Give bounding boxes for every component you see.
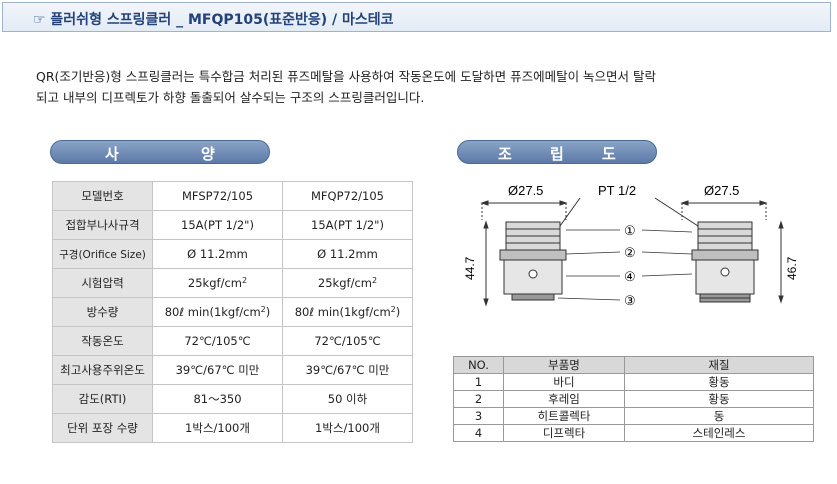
part-no: 3 [453,407,504,425]
table-row: 최고사용주위온도 39℃/67℃ 미만 39℃/67℃ 미만 [52,355,413,385]
spec-value: 39℃/67℃ 미만 [282,355,413,385]
spec-label: 시험압력 [52,268,153,298]
spec-label: 감도(RTI) [52,384,153,414]
pressure-value: 25kgf/cm [187,276,242,290]
spec-label: 단위 포장 수량 [52,413,153,443]
part-material: 황동 [624,373,814,391]
page-title: ☞ 플러쉬형 스프링클러 _ MFQP105(표준반응) / 마스테코 [33,12,394,28]
dim-right-diameter: Ø27.5 [704,183,739,198]
height-right: 46.7 [785,256,799,280]
part-material: 스테인레스 [624,424,814,442]
spec-value: 15A(PT 1/2") [282,210,413,240]
spec-title-right: 양 [201,145,215,163]
part-material: 황동 [624,390,814,408]
callout-3: ③ [624,293,636,308]
spec-label: 최고사용주위온도 [52,355,153,385]
part-no: 1 [453,373,504,391]
spec-value: Ø 11.2mm [152,239,283,269]
assembly-drawing: Ø27.5 PT 1/2 Ø27.5 44.7 46.7 ① ② ④ ③ [463,183,799,308]
spec-label: 접합부나사규격 [52,210,153,240]
spec-label: 모델번호 [52,181,153,211]
spec-value: 81～350 [152,384,283,414]
table-row: 단위 포장 수량 1박스/100개 1박스/100개 [52,413,413,443]
spec-label: 방수량 [52,297,153,327]
callout-1: ① [624,223,636,238]
table-row: 2 후레임 황동 [453,390,814,408]
spec-value: 39℃/67℃ 미만 [152,355,283,385]
dim-left-diameter: Ø27.5 [508,183,543,198]
flow-value: 80ℓ min(1kgf/cm [294,305,391,319]
superscript: 2 [260,305,266,314]
spec-value: 25kgf/cm2 [152,268,283,298]
height-left: 44.7 [463,256,477,280]
spec-label: 구경(Orifice Size) [52,239,153,269]
spec-table: 모델번호 MFSP72/105 MFQP72/105 접합부나사규격 15A(P… [52,181,413,443]
part-no: 4 [453,424,504,442]
spec-value: 72℃/105℃ [152,326,283,356]
title-bar: ☞ 플러쉬형 스프링클러 _ MFQP105(표준반응) / 마스테코 [2,2,831,32]
spec-value: 1박스/100개 [152,413,283,443]
column-header-material: 재질 [624,356,814,374]
spec-section-header: 사 양 [50,140,270,164]
part-name: 히트콜렉타 [503,407,625,425]
superscript: 2 [371,276,378,285]
close-paren: ) [265,305,271,319]
spec-value: 15A(PT 1/2") [152,210,283,240]
spec-value: 72℃/105℃ [282,326,413,356]
part-name: 바디 [503,373,625,391]
table-row: 구경(Orifice Size) Ø 11.2mm Ø 11.2mm [52,239,413,269]
intro-text: QR(조기반응)형 스프링클러는 특수합금 처리된 퓨즈메탈을 사용하여 작동온… [36,66,806,108]
table-row: 접합부나사규격 15A(PT 1/2") 15A(PT 1/2") [52,210,413,240]
assembly-title-c: 도 [602,145,616,163]
table-row: 시험압력 25kgf/cm2 25kgf/cm2 [52,268,413,298]
assembly-section-header: 조 립 도 [457,140,657,164]
table-row: 방수량 80ℓ min(1kgf/cm2) 80ℓ min(1kgf/cm2) [52,297,413,327]
part-name: 디프렉타 [503,424,625,442]
spec-value: 1박스/100개 [282,413,413,443]
pressure-value: 25kgf/cm [317,276,372,290]
table-row: 4 디프렉타 스테인레스 [453,424,814,442]
assembly-title-a: 조 [498,145,512,163]
spec-value: MFQP72/105 [282,181,413,211]
callout-2: ② [624,245,636,260]
spec-value: 25kgf/cm2 [282,268,413,298]
superscript: 2 [241,276,248,285]
part-material: 동 [624,407,814,425]
intro-line-2: 되고 내부의 디프렉토가 하향 돌출되어 살수되는 구조의 스프링클러입니다. [36,90,425,105]
part-no: 2 [453,390,504,408]
table-header-row: NO. 부품명 재질 [453,356,814,374]
column-header-part: 부품명 [503,356,625,374]
callout-4: ④ [624,269,636,284]
assembly-title-b: 립 [550,145,564,163]
parts-table: NO. 부품명 재질 1 바디 황동 2 후레임 황동 3 히트콜렉타 동 4 … [453,356,814,442]
table-row: 1 바디 황동 [453,373,814,391]
intro-line-1: QR(조기반응)형 스프링클러는 특수합금 처리된 퓨즈메탈을 사용하여 작동온… [36,69,657,84]
table-row: 모델번호 MFSP72/105 MFQP72/105 [52,181,413,211]
table-row: 감도(RTI) 81～350 50 이하 [52,384,413,414]
thread-label: PT 1/2 [598,183,636,198]
spec-value: 80ℓ min(1kgf/cm2) [152,297,283,327]
spec-value: 50 이하 [282,384,413,414]
spec-title-left: 사 [105,145,119,163]
spec-value: Ø 11.2mm [282,239,413,269]
table-row: 3 히트콜렉타 동 [453,407,814,425]
spec-label: 작동온도 [52,326,153,356]
part-name: 후레임 [503,390,625,408]
spec-value: MFSP72/105 [152,181,283,211]
close-paren: ) [395,305,401,319]
column-header-no: NO. [453,356,504,374]
superscript: 2 [390,305,396,314]
flow-value: 80ℓ min(1kgf/cm [164,305,261,319]
table-row: 작동온도 72℃/105℃ 72℃/105℃ [52,326,413,356]
spec-value: 80ℓ min(1kgf/cm2) [282,297,413,327]
